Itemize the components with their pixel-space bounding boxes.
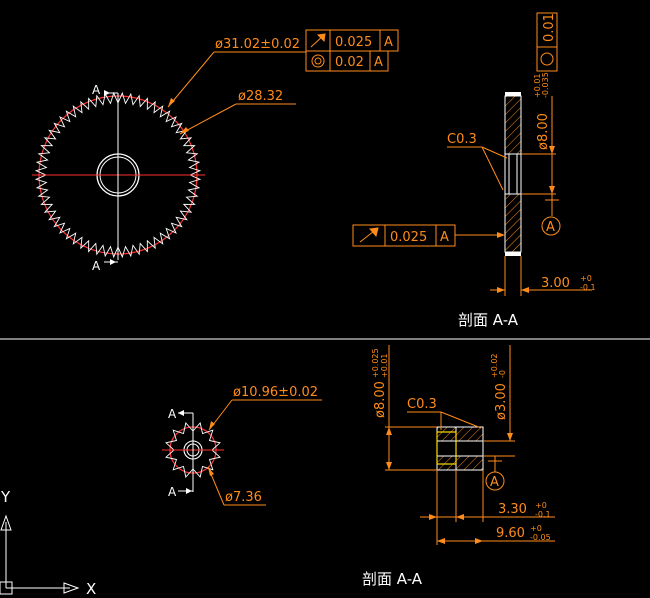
small-section-width-a-tol-lower: -0.1 bbox=[535, 510, 551, 519]
ucs-y-label: Y bbox=[0, 488, 11, 506]
small-section-datum-bubble bbox=[485, 471, 505, 491]
small-root-dia-label: ø7.36 bbox=[225, 490, 262, 505]
section-mark-top: A bbox=[92, 83, 101, 97]
small-gear-front-view[interactable]: A A bbox=[162, 407, 224, 499]
fcf-concentricity-tolerance: 0.02 bbox=[335, 55, 364, 70]
fcf-concentricity-datum: A bbox=[374, 55, 383, 70]
large-gear-section[interactable]: C0.3 ø8.00 +0.01 -0.035 0.01 A 0.025 A bbox=[352, 12, 596, 329]
section-mark-bottom: A bbox=[92, 259, 101, 273]
outer-dia-leader bbox=[167, 51, 215, 108]
large-gear-front-view[interactable]: A A bbox=[32, 83, 205, 273]
concentricity-icon bbox=[311, 54, 325, 68]
section-large-tooth-top bbox=[505, 92, 521, 96]
fcf-runout-section-datum: A bbox=[440, 230, 449, 245]
section-large-chamfer-label: C0.3 bbox=[447, 132, 477, 147]
small-section-width-b-tol-lower: -0.05 bbox=[530, 533, 551, 542]
section-large-bore-tol-upper: +0.01 bbox=[533, 73, 542, 98]
small-section-bore bbox=[436, 440, 484, 457]
section-large-bore-tol-lower: -0.035 bbox=[541, 72, 550, 98]
runout-section-icon bbox=[359, 227, 379, 243]
ucs-icon bbox=[0, 514, 80, 595]
small-section-mark-bottom: A bbox=[168, 485, 177, 499]
runout-icon bbox=[310, 33, 326, 48]
small-section-chamfer-label: C0.3 bbox=[407, 397, 437, 412]
section-large-bore bbox=[504, 153, 522, 195]
small-section-width-a: 3.30 bbox=[498, 502, 527, 517]
section-large-datum-label: A bbox=[546, 220, 555, 235]
small-section-width-a-tol-upper: +0 bbox=[535, 501, 547, 510]
outer-dia-label: ø31.02±0.02 bbox=[215, 37, 300, 52]
section-large-hatch-upper bbox=[504, 95, 522, 155]
small-section-mark-top: A bbox=[168, 407, 177, 421]
section-large-thickness-tol-lower: -0.1 bbox=[580, 283, 596, 292]
small-section-bore-dia: ø8.00 bbox=[373, 381, 388, 418]
fcf-runout-datum: A bbox=[384, 35, 393, 50]
section-arrowhead-top bbox=[104, 90, 110, 96]
fcf-runout-section-tolerance: 0.025 bbox=[390, 230, 427, 245]
small-gear-dimensions[interactable]: ø10.96±0.02 ø7.36 bbox=[207, 385, 322, 506]
section-large-bore-dia: ø8.00 bbox=[536, 113, 551, 150]
small-section-gear-lower bbox=[436, 455, 484, 471]
small-section-shaft-tol-lower: -0 bbox=[498, 370, 507, 378]
section-large-tooth-bottom bbox=[505, 252, 521, 256]
fcf-flatness-tolerance: 0.01 bbox=[542, 13, 557, 42]
flatness-icon bbox=[540, 52, 554, 66]
section-large-thickness-tol-upper: +0 bbox=[580, 274, 592, 283]
small-section-bore-tol-upper: +0.025 bbox=[371, 348, 380, 378]
section-large-datum-bubble bbox=[541, 216, 561, 236]
small-section-bore-tol-lower: +0.01 bbox=[380, 353, 389, 378]
root-dia-leader bbox=[179, 103, 237, 135]
root-dia-arrowhead bbox=[180, 127, 189, 134]
small-section-hub bbox=[436, 431, 457, 465]
small-outer-dia-label: ø10.96±0.02 bbox=[233, 385, 318, 400]
small-section-width-b: 9.60 bbox=[496, 526, 525, 541]
fcf-concentricity-frame bbox=[305, 50, 389, 72]
small-gear-section[interactable]: C0.3 ø8.00 +0.025 +0.01 ø3.00 +0.02 -0 A bbox=[362, 345, 555, 588]
root-dia-label: ø28.32 bbox=[238, 89, 283, 104]
section-arrowhead-bottom bbox=[110, 259, 116, 265]
small-section-gear-upper bbox=[436, 426, 484, 442]
small-section-caption: 剖面 A-A bbox=[362, 570, 423, 588]
fcf-runout-tolerance: 0.025 bbox=[335, 35, 372, 50]
small-section-shaft-dia: ø3.00 bbox=[494, 383, 509, 420]
small-section-width-b-tol-upper: +0 bbox=[530, 524, 542, 533]
small-section-shaft-tol-upper: +0.02 bbox=[490, 353, 499, 378]
outer-dia-arrowhead bbox=[168, 98, 175, 107]
ucs-x-label: X bbox=[86, 580, 96, 598]
section-large-caption: 剖面 A-A bbox=[458, 311, 519, 329]
fcf-flatness-frame bbox=[536, 12, 558, 72]
section-large-thickness: 3.00 bbox=[541, 276, 570, 291]
section-large-hatch-lower bbox=[504, 193, 522, 253]
small-section-datum-label: A bbox=[490, 475, 499, 490]
large-gear-dimensions[interactable]: ø31.02±0.02 ø28.32 0.025 A 0.02 A bbox=[167, 29, 399, 135]
